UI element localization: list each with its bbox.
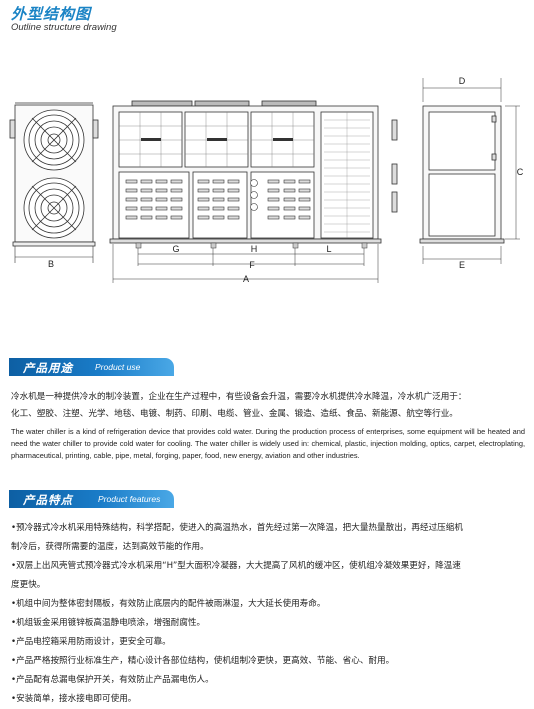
product-use-title-cn: 产品用途: [23, 361, 73, 375]
end-view: [391, 105, 505, 244]
dimension-f-label: F: [249, 260, 255, 270]
product-features-list: •预冷器式冷水机采用特殊结构，科学搭配，使进入的高温热水，首先经过第一次降温，把…: [11, 519, 527, 709]
feature-line: •机组钣金采用镀锌板高温静电喷涂，增强耐腐性。: [11, 618, 206, 628]
outline-structure-drawing: B: [9, 76, 524, 284]
feature-line: •产品电控箱采用防雨设计，更安全可靠。: [11, 637, 171, 647]
front-view: [109, 100, 382, 244]
dimension-b-label: B: [48, 259, 54, 269]
dimension-a-label: A: [243, 274, 249, 284]
dimension-g-label: G: [172, 244, 179, 254]
feature-line: 度更快。: [11, 580, 46, 590]
page-subtitle: Outline structure drawing: [11, 22, 117, 33]
dimension-d-label: D: [459, 76, 466, 86]
feature-line: 制冷后，获得所需要的温度，达到高效节能的作用。: [11, 542, 209, 552]
product-use-text-cn: 冷水机是一种提供冷水的制冷装置，企业在生产过程中，有些设备会升温，需要冷水机提供…: [11, 389, 525, 423]
product-use-line: 冷水机是一种提供冷水的制冷装置，企业在生产过程中，有些设备会升温，需要冷水机提供…: [11, 392, 467, 402]
feature-line: •安装简单，接水接电即可使用。: [11, 694, 137, 704]
feature-line: •预冷器式冷水机采用特殊结构，科学搭配，使进入的高温热水，首先经过第一次降温，把…: [11, 523, 463, 533]
product-use-title-en: Product use: [95, 362, 141, 372]
page-title: 外型结构图: [11, 5, 92, 23]
dimension-c-label: C: [517, 167, 524, 177]
feature-line: •双层上出风壳管式预冷器式冷水机采用“H”型大面积冷凝器，大大提高了风机的缓冲区…: [11, 561, 461, 571]
product-features-title-cn: 产品特点: [23, 493, 73, 507]
dimension-h-label: H: [251, 244, 258, 254]
product-features-heading: 产品特点 Product features: [9, 490, 174, 508]
feature-line: •产品配有总漏电保护开关，有效防止产品漏电伤人。: [11, 675, 214, 685]
product-features-title-en: Product features: [98, 494, 161, 504]
product-use-text-en: The water chiller is a kind of refrigera…: [11, 427, 525, 461]
dimension-l-label: L: [326, 244, 331, 254]
product-use-heading: 产品用途 Product use: [9, 358, 174, 376]
dimension-e-label: E: [459, 260, 465, 270]
product-use-line: 化工、塑胶、注塑、光学、地毯、电镀、制药、印刷、电缆、管业、金属、锻造、造纸、食…: [11, 409, 458, 419]
feature-line: •机组中间为整体密封隔板，有效防止底层内的配件被雨淋湿，大大延长使用寿命。: [11, 599, 326, 609]
feature-line: •产品严格按照行业标准生产，精心设计各部位结构，使机组制冷更快，更高效、节能、省…: [11, 656, 395, 666]
side-view-fans: [9, 102, 99, 247]
